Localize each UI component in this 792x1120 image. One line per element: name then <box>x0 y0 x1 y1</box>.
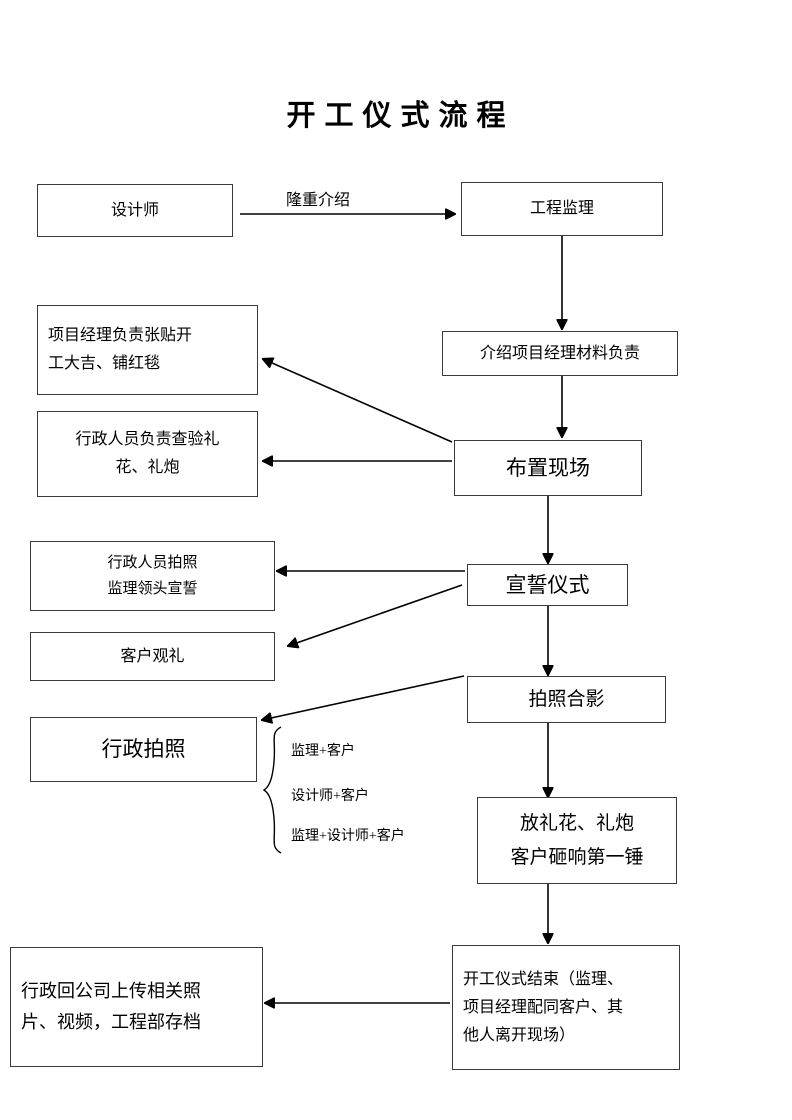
node-client-watch[interactable]: 客户观礼 <box>30 632 275 681</box>
brace-item-2: 设计师+客户 <box>291 789 369 804</box>
node-oath-ceremony[interactable]: 宣誓仪式 <box>467 564 628 606</box>
node-ceremony-end-line-2: 项目经理配同客户、其 <box>463 998 624 1016</box>
node-admin-photo-oath-line-2: 监理领头宣誓 <box>107 581 198 597</box>
node-designer-line-1: 设计师 <box>110 201 159 219</box>
node-designer[interactable]: 设计师 <box>37 184 233 237</box>
node-upload-archive[interactable]: 行政回公司上传相关照 片、视频，工程部存档 <box>10 947 263 1067</box>
edge-setup-to-pm-posting <box>263 359 453 443</box>
brace-item-1: 监理+客户 <box>291 744 355 759</box>
node-intro-material[interactable]: 介绍项目经理材料负责 <box>442 331 678 376</box>
page-title: 开工仪式流程 <box>286 98 515 132</box>
edge-group-photo-to-admin-photograph <box>262 675 465 720</box>
node-ceremony-end[interactable]: 开工仪式结束（监理、 项目经理配同客户、其 他人离开现场） <box>452 945 680 1070</box>
node-admin-check[interactable]: 行政人员负责查验礼 花、礼炮 <box>37 411 258 497</box>
node-setup-site[interactable]: 布置现场 <box>454 440 642 496</box>
node-admin-photograph[interactable]: 行政拍照 <box>30 717 257 782</box>
node-supervisor-line-1: 工程监理 <box>529 200 594 217</box>
node-admin-photograph-line-1: 行政拍照 <box>101 737 186 762</box>
edge-oath-to-client-watch <box>288 584 463 646</box>
node-group-photo-line-1: 拍照合影 <box>528 688 605 710</box>
node-fireworks[interactable]: 放礼花、礼炮 客户砸响第一锤 <box>477 797 677 884</box>
node-admin-photo-oath-line-1: 行政人员拍照 <box>107 554 198 571</box>
node-fireworks-line-2: 客户砸响第一锤 <box>510 846 644 868</box>
node-ceremony-end-line-3: 他人离开现场） <box>463 1026 576 1044</box>
node-upload-archive-line-2: 片、视频，工程部存档 <box>21 1012 201 1032</box>
node-client-watch-line-1: 客户观礼 <box>120 647 185 665</box>
node-setup-site-line-1: 布置现场 <box>506 455 590 480</box>
node-pm-posting-line-2: 工大吉、铺红毯 <box>48 355 161 372</box>
node-admin-check-line-2: 花、礼炮 <box>115 459 180 476</box>
node-intro-material-line-1: 介绍项目经理材料负责 <box>479 344 640 362</box>
brace-item-3: 监理+设计师+客户 <box>291 829 405 844</box>
node-pm-posting-line-1: 项目经理负责张贴开 <box>48 327 193 344</box>
node-pm-posting[interactable]: 项目经理负责张贴开 工大吉、铺红毯 <box>37 305 258 395</box>
node-upload-archive-line-1: 行政回公司上传相关照 <box>21 980 201 1001</box>
node-group-photo[interactable]: 拍照合影 <box>467 676 666 723</box>
node-fireworks-line-1: 放礼花、礼炮 <box>519 813 634 835</box>
node-oath-ceremony-line-1: 宣誓仪式 <box>505 572 590 597</box>
node-ceremony-end-line-1: 开工仪式结束（监理、 <box>463 970 624 988</box>
node-admin-photo-oath[interactable]: 行政人员拍照 监理领头宣誓 <box>30 541 275 611</box>
node-supervisor[interactable]: 工程监理 <box>461 182 663 236</box>
edge-label-grand-intro: 隆重介绍 <box>286 192 351 209</box>
brace-bracket <box>262 726 282 854</box>
node-admin-check-line-1: 行政人员负责查验礼 <box>75 431 220 448</box>
